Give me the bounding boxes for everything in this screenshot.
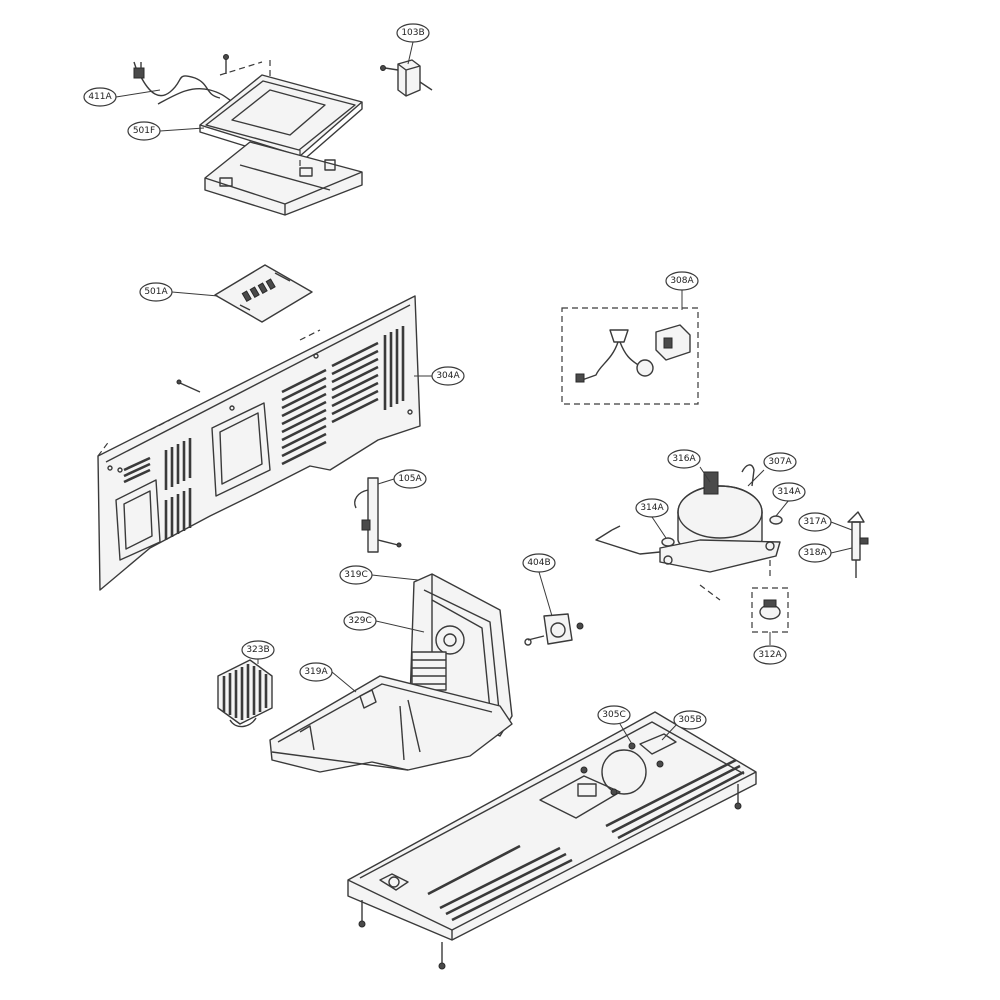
svg-text:307A: 307A xyxy=(768,457,792,467)
svg-text:305B: 305B xyxy=(678,715,701,725)
callout-316A: 316A xyxy=(667,449,701,469)
relay-part xyxy=(751,587,789,633)
cover-assembly-part xyxy=(199,60,363,216)
callout-329C: 329C xyxy=(343,611,377,631)
callout-304A: 304A xyxy=(431,366,465,386)
callout-103B: 103B xyxy=(396,23,430,43)
condenser-coil-part xyxy=(217,659,273,728)
svg-text:317A: 317A xyxy=(803,517,827,527)
bracket-part xyxy=(380,59,433,97)
callout-305C: 305C xyxy=(597,705,631,725)
panel-vent-grille xyxy=(123,438,192,540)
callout-319A: 319A xyxy=(299,662,333,682)
svg-text:501F: 501F xyxy=(133,126,155,136)
svg-text:305C: 305C xyxy=(602,710,625,720)
panel-vent-grille-right xyxy=(281,326,405,466)
fan-motor-part xyxy=(524,613,584,646)
base-plate-vents xyxy=(427,758,745,922)
callout-501F: 501F xyxy=(127,121,161,141)
base-plate-part xyxy=(347,711,757,970)
svg-text:318A: 318A xyxy=(803,548,827,558)
thermostat-part xyxy=(354,477,402,553)
svg-text:329C: 329C xyxy=(348,616,371,626)
callout-318A: 318A xyxy=(798,543,832,563)
svg-text:105A: 105A xyxy=(398,474,422,484)
callout-312A: 312A xyxy=(753,645,787,665)
svg-text:411A: 411A xyxy=(88,92,112,102)
svg-text:319A: 319A xyxy=(304,667,328,677)
callout-308A: 308A xyxy=(665,271,699,291)
leader-lines xyxy=(115,41,853,745)
callout-105A: 105A xyxy=(393,469,427,489)
callout-314A-left: 314A xyxy=(635,498,669,518)
svg-text:501A: 501A xyxy=(144,287,168,297)
svg-text:314A: 314A xyxy=(777,487,801,497)
callout-323B: 323B xyxy=(241,640,275,660)
svg-text:312A: 312A xyxy=(758,650,782,660)
back-panel-part xyxy=(97,295,421,591)
grommet-right-part xyxy=(769,515,783,525)
callout-319C: 319C xyxy=(339,565,373,585)
base-tray-part xyxy=(269,675,513,773)
callout-404B: 404B xyxy=(522,553,556,573)
svg-text:103B: 103B xyxy=(401,28,424,38)
svg-text:404B: 404B xyxy=(527,558,550,568)
callout-307A: 307A xyxy=(763,452,797,472)
compressor-part xyxy=(595,464,781,601)
valve-fitting-part xyxy=(847,511,869,578)
svg-text:314A: 314A xyxy=(640,503,664,513)
svg-text:304A: 304A xyxy=(436,371,460,381)
callout-411A: 411A xyxy=(83,87,117,107)
callout-314A-right: 314A xyxy=(772,482,806,502)
svg-text:308A: 308A xyxy=(670,276,694,286)
callout-305B: 305B xyxy=(673,710,707,730)
grommet-left-part xyxy=(661,537,675,547)
callout-501A: 501A xyxy=(139,282,173,302)
pcb-board-part xyxy=(214,264,313,323)
svg-text:319C: 319C xyxy=(344,570,367,580)
svg-text:316A: 316A xyxy=(672,454,696,464)
callout-317A: 317A xyxy=(798,512,832,532)
screw-part xyxy=(223,54,229,74)
power-cord-part xyxy=(133,61,237,105)
wiring-kit-part xyxy=(561,307,699,405)
svg-text:323B: 323B xyxy=(246,645,269,655)
